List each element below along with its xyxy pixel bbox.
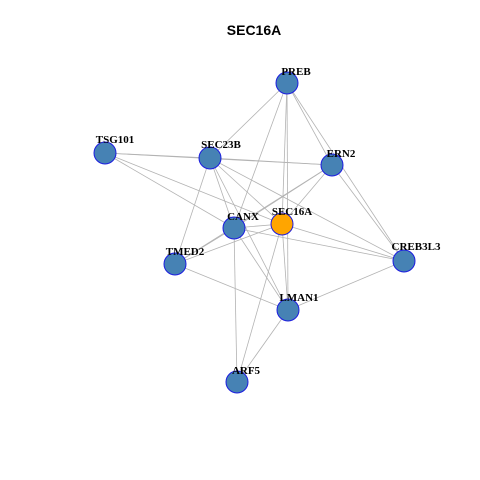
node-arf5	[225, 370, 249, 394]
edge-canx-arf5	[233, 227, 238, 383]
edge-sec23b-tmed2	[174, 157, 211, 265]
edge-sec23b-sec16a	[209, 157, 283, 225]
node-sec16a	[270, 212, 294, 236]
edge-layer	[104, 82, 405, 383]
node-canx	[222, 216, 246, 240]
node-lman1	[276, 298, 300, 322]
edge-tmed2-lman1	[174, 263, 289, 311]
edge-sec16a-arf5	[236, 223, 283, 383]
edge-sec23b-lman1	[209, 157, 289, 311]
edge-preb-canx	[233, 82, 288, 229]
node-label-tsg101: TSG101	[96, 134, 135, 146]
node-sec23b	[198, 146, 222, 170]
node-tsg101	[93, 141, 117, 165]
edge-canx-creb3l3	[233, 227, 405, 262]
node-label-preb: PREB	[281, 66, 311, 78]
edge-tsg101-canx	[104, 152, 235, 229]
edge-ern2-tmed2	[174, 164, 333, 265]
edge-sec16a-tmed2	[174, 223, 283, 265]
node-label-tmed2: TMED2	[166, 246, 205, 258]
edge-preb-sec16a	[281, 82, 288, 225]
edge-sec23b-canx	[209, 157, 235, 229]
edge-preb-lman1	[286, 82, 289, 311]
edge-ern2-creb3l3	[331, 164, 405, 262]
edge-ern2-sec16a	[281, 164, 333, 225]
edge-lman1-arf5	[236, 309, 289, 383]
edge-preb-ern2	[286, 82, 333, 166]
node-label-canx: CANX	[227, 211, 259, 223]
node-label-sec23b: SEC23B	[201, 139, 241, 151]
edge-sec16a-lman1	[281, 223, 289, 311]
node-label-sec16a: SEC16A	[272, 206, 312, 218]
edge-sec23b-creb3l3	[209, 157, 405, 262]
edge-canx-lman1	[233, 227, 289, 311]
edge-sec16a-creb3l3	[281, 223, 405, 262]
node-label-ern2: ERN2	[327, 148, 356, 160]
edge-preb-sec23b	[209, 82, 288, 159]
edge-canx-tmed2	[174, 227, 235, 265]
edge-tsg101-sec16a	[104, 152, 283, 225]
edge-sec23b-ern2	[209, 157, 333, 166]
node-ern2	[320, 153, 344, 177]
node-layer	[93, 71, 416, 394]
edge-preb-creb3l3	[286, 82, 405, 262]
node-label-arf5: ARF5	[232, 365, 261, 377]
node-preb	[275, 71, 299, 95]
node-label-lman1: LMAN1	[279, 292, 318, 304]
node-tmed2	[163, 252, 187, 276]
node-label-creb3l3: CREB3L3	[392, 241, 441, 253]
node-creb3l3	[392, 249, 416, 273]
chart-title: SEC16A	[227, 22, 281, 38]
edge-lman1-creb3l3	[287, 260, 405, 311]
